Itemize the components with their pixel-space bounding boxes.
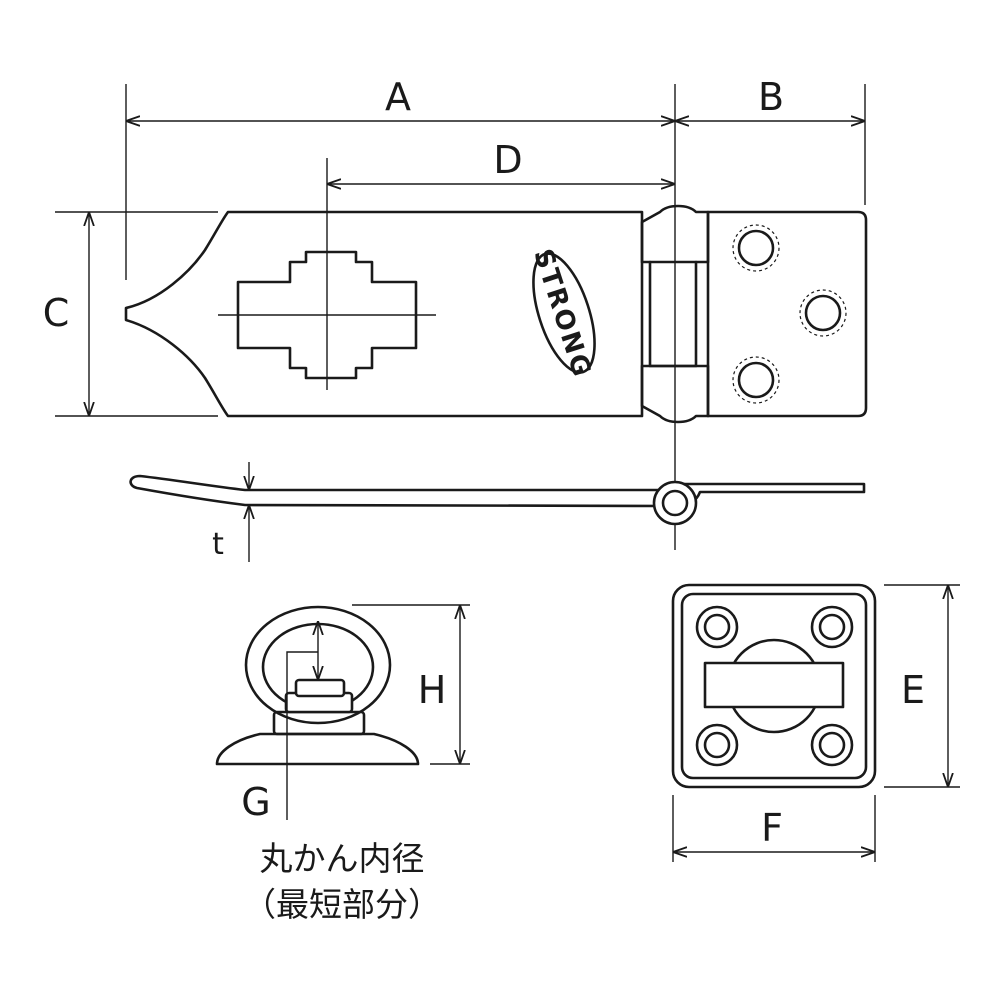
dimensions-top: A B D C <box>43 75 866 550</box>
cross-slot <box>236 250 418 380</box>
ring-lug-top <box>294 678 346 698</box>
label-c: C <box>43 291 70 335</box>
square-base-inner <box>680 592 868 780</box>
caption-line-1: 丸かん内径 <box>260 839 425 878</box>
hasp-plate-outline <box>124 210 644 418</box>
caption-line-2: （最短部分） <box>243 885 441 924</box>
base-disc <box>215 732 420 766</box>
hasp-top-view: STRONG <box>124 158 868 424</box>
label-t: t <box>212 527 224 562</box>
label-g: G <box>241 780 270 824</box>
staple-ring-view: G H 丸かん内径 （最短部分） <box>215 604 470 924</box>
square-base-outer <box>671 583 877 789</box>
label-e: E <box>901 668 925 712</box>
label-d: D <box>493 138 522 182</box>
corner-screw-holes <box>695 605 854 767</box>
strong-logo: STRONG <box>527 245 597 381</box>
side-profile <box>129 474 866 508</box>
side-hinge-knuckle-inner <box>661 489 689 517</box>
screw-hole-middle <box>804 294 842 332</box>
hinge-knuckle-bottom <box>640 364 710 424</box>
screw-hole-bottom-countersink <box>732 356 780 404</box>
label-b: B <box>758 75 784 119</box>
label-a: A <box>385 75 411 119</box>
hasp-side-view: t <box>129 462 866 562</box>
staple-bar <box>703 661 845 709</box>
hinge-middle <box>648 260 698 368</box>
screw-hole-middle-countersink <box>799 289 847 337</box>
ring-outer <box>244 605 392 725</box>
base-plate-outline <box>706 210 868 418</box>
screw-hole-top <box>737 229 775 267</box>
screw-hole-top-countersink <box>732 224 780 272</box>
screw-hole-bottom <box>737 361 775 399</box>
label-f: F <box>761 806 783 850</box>
side-hinge-knuckle-outer <box>652 480 698 526</box>
label-h: H <box>418 668 447 712</box>
staple-square-view: E F <box>671 583 960 862</box>
